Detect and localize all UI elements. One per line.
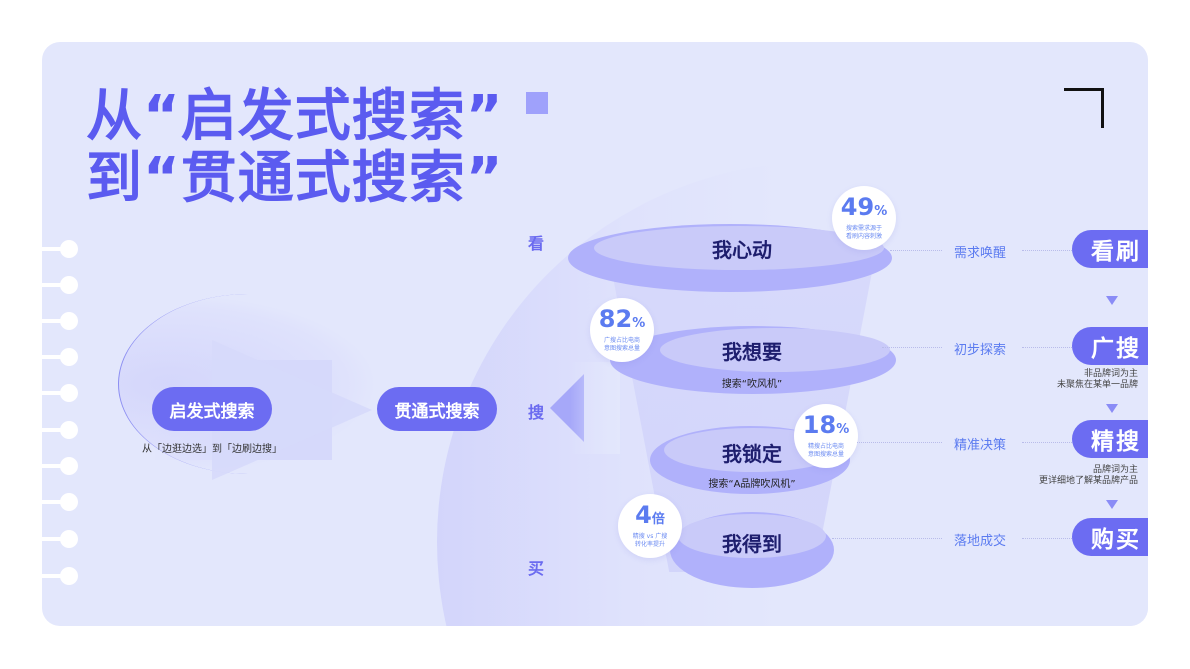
connector-line	[1022, 250, 1072, 251]
note-line: 未聚焦在某单一品牌	[1056, 380, 1138, 390]
tag-note-broad: 非品牌词为主 未聚焦在某单一品牌	[1057, 369, 1138, 391]
tag-watch: 看刷	[1072, 230, 1148, 268]
connector-line	[857, 442, 942, 443]
binder-ring-icon	[42, 348, 78, 366]
stage-sub-lock: 搜索“A品牌吹风机”	[708, 479, 796, 490]
side-word-watch: 看	[528, 234, 545, 253]
stage-sub-want: 搜索“吹风机”	[721, 379, 783, 390]
tag-precise-search: 精搜	[1072, 420, 1148, 458]
stat-desc: 意图搜索总量	[807, 451, 844, 458]
heuristic-search-caption: 从「边逛边选」到「边刷边搜」	[142, 444, 282, 455]
stat-desc: 精搜 vs 广搜	[632, 533, 668, 540]
title-square-decoration	[526, 92, 548, 114]
tag-note-precise: 品牌词为主 更详细地了解某品牌产品	[1039, 465, 1138, 487]
binder-ring-icon	[42, 384, 78, 402]
connector-line	[1022, 538, 1072, 539]
stat-bubble: 18% 精搜占比电商 意图搜索总量	[794, 404, 858, 468]
binder-ring-icon	[42, 457, 78, 475]
stage-label-excited: 我心动	[712, 238, 772, 262]
stat-bubble: 49% 搜索需求源于 看刷内容刺激	[832, 186, 896, 250]
title-line-2: 到“贯通式搜索”	[86, 146, 504, 211]
stat-desc: 精搜占比电商	[807, 443, 844, 450]
stat-desc: 转化率提升	[634, 541, 665, 548]
binder-ring-icon	[42, 421, 78, 439]
stat-desc: 看刷内容刺激	[845, 233, 882, 240]
stage-label-get: 我得到	[722, 532, 782, 556]
down-arrow-icon	[1106, 500, 1118, 509]
stat-unit: %	[874, 204, 888, 219]
heuristic-search-pill: 启发式搜索	[152, 387, 272, 431]
stat-unit: %	[632, 316, 646, 331]
phase-explore: 初步探索	[954, 343, 1007, 358]
down-arrow-icon	[1106, 296, 1118, 305]
stat-bubble: 82% 广搜占比电商 意图搜索总量	[590, 298, 654, 362]
title-line-1: 从“启发式搜索”	[86, 84, 504, 149]
note-line: 非品牌词为主	[1083, 369, 1138, 379]
binder-ring-icon	[42, 276, 78, 294]
note-line: 品牌词为主	[1092, 465, 1138, 475]
stat-desc: 意图搜索总量	[603, 345, 640, 352]
phase-close: 落地成交	[954, 534, 1007, 549]
connector-line	[890, 250, 942, 251]
note-line: 更详细地了解某品牌产品	[1038, 476, 1138, 486]
binder-ring-icon	[42, 567, 78, 585]
funnel-ellipse-inner	[678, 514, 826, 558]
page-title: 从“启发式搜索” 到“贯通式搜索”	[86, 86, 504, 210]
stage-label-lock: 我锁定	[722, 442, 782, 466]
stat-number: 49	[840, 193, 875, 221]
stat-desc: 搜索需求源于	[845, 225, 882, 232]
connector-line	[1022, 442, 1072, 443]
connector-line	[1022, 347, 1072, 348]
side-word-buy: 买	[528, 559, 545, 578]
through-search-pill: 贯通式搜索	[377, 387, 497, 431]
connector-line	[832, 538, 942, 539]
binder-ring-icon	[42, 312, 78, 330]
stage-label-want: 我想要	[722, 340, 782, 364]
side-word-search: 搜	[528, 403, 545, 422]
stat-desc: 广搜占比电商	[603, 337, 640, 344]
phase-demand-wake: 需求唤醒	[954, 246, 1007, 261]
corner-bracket-icon	[1064, 88, 1104, 128]
stat-bubble: 4倍 精搜 vs 广搜 转化率提升	[618, 494, 682, 558]
stat-unit: 倍	[651, 512, 665, 527]
tag-buy: 购买	[1072, 518, 1148, 556]
binder-ring-icon	[42, 530, 78, 548]
connector-line	[882, 347, 942, 348]
stat-number: 82	[598, 305, 633, 333]
side-arrow-fade	[570, 362, 620, 454]
down-arrow-icon	[1106, 404, 1118, 413]
stat-number: 18	[802, 411, 837, 439]
phase-decide: 精准决策	[954, 438, 1007, 453]
diagram-card: 从“启发式搜索” 到“贯通式搜索” 启发式搜索 从「边逛边选」到「边刷边搜」 贯…	[42, 42, 1148, 626]
stat-unit: %	[836, 422, 850, 437]
stat-number: 4	[635, 501, 652, 529]
binder-ring-icon	[42, 493, 78, 511]
binder-ring-icon	[42, 240, 78, 258]
funnel-ellipse-inner	[660, 328, 890, 372]
tag-broad-search: 广搜	[1072, 327, 1148, 365]
